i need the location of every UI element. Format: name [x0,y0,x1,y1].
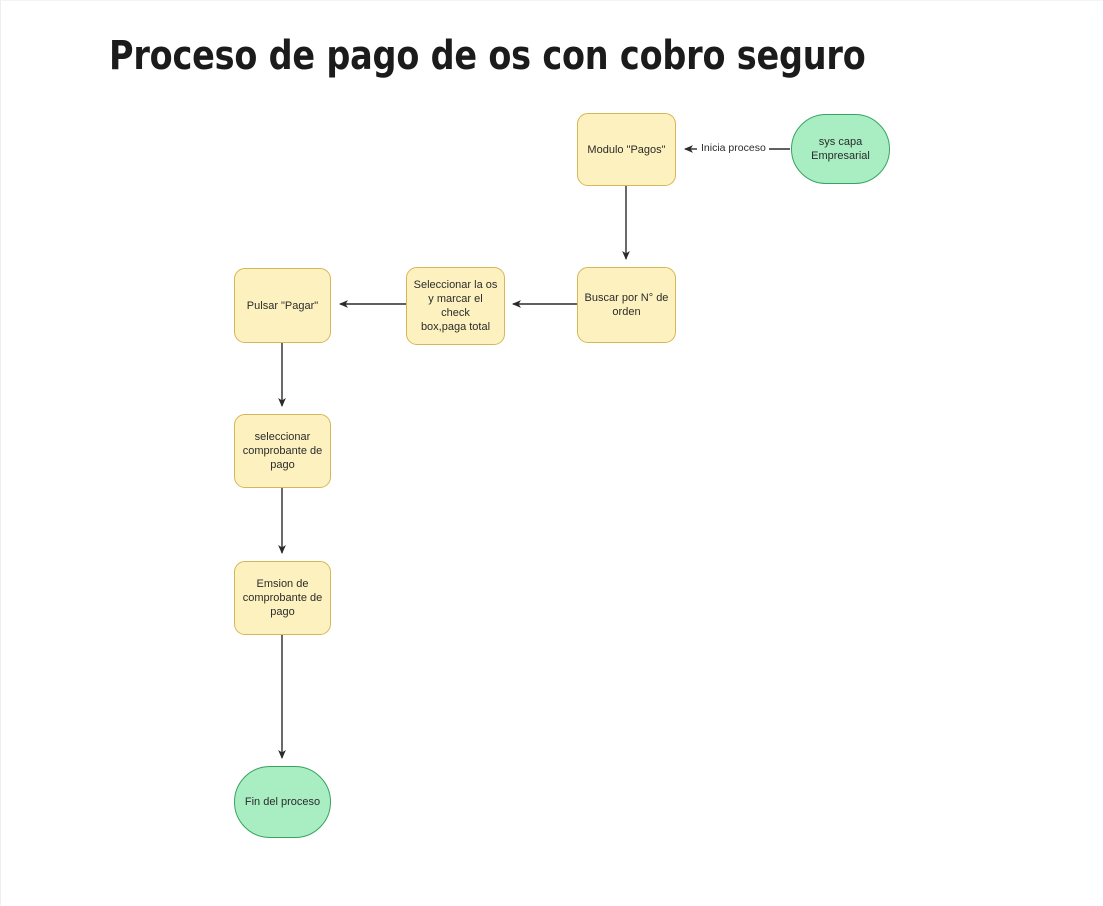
page-title: Proceso de pago de os con cobro seguro [109,33,866,79]
edge-label-text: Inicia proceso [701,142,766,154]
node-modulo-pagos[interactable]: Modulo "Pagos" [577,113,676,186]
node-label: Pulsar "Pagar" [246,299,319,312]
edge-label-inicia-proceso: Inicia proceso [698,142,769,155]
node-label: Modulo "Pagos" [587,143,666,156]
node-fin-del-proceso[interactable]: Fin del proceso [234,766,331,838]
node-label: Fin del proceso [244,796,321,808]
node-pulsar-pagar[interactable]: Pulsar "Pagar" [234,268,331,343]
